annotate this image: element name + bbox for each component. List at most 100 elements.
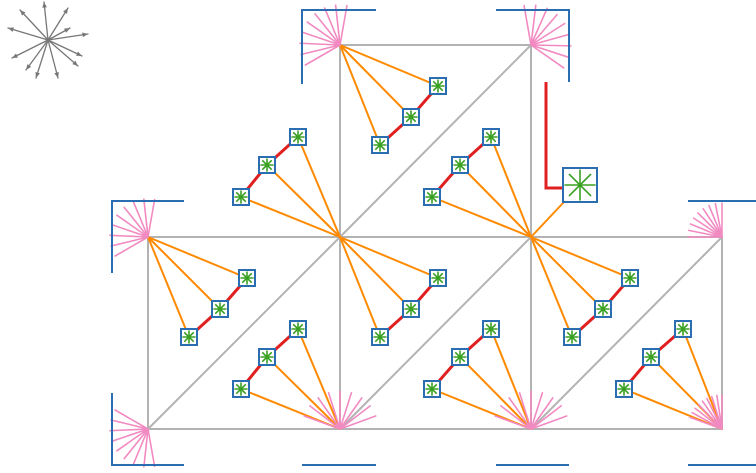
node-box	[642, 348, 660, 366]
fan-ray	[530, 44, 572, 47]
node-star-ray	[219, 303, 226, 310]
fan-ray	[132, 428, 149, 465]
node-box	[232, 188, 250, 206]
rose-ray	[47, 39, 59, 79]
node-star-ray	[297, 131, 304, 138]
fan-ray	[304, 44, 341, 66]
fan-ray	[530, 415, 568, 430]
fan-ray	[123, 428, 149, 460]
spoke-line	[530, 236, 604, 310]
fan-ray	[306, 21, 341, 46]
fan-ray	[109, 428, 149, 432]
node-box	[289, 128, 307, 146]
node-star-ray	[459, 351, 466, 358]
rose-ray	[7, 27, 49, 41]
node-star-ray	[297, 323, 304, 330]
node-box	[451, 156, 469, 174]
spoke-line	[297, 328, 341, 430]
node-box	[451, 348, 469, 366]
rose-ray	[25, 39, 49, 71]
node-box	[563, 328, 581, 346]
nodes-layer	[180, 77, 692, 398]
node-box	[674, 320, 692, 338]
node-star-ray	[650, 351, 657, 358]
fan-ray	[689, 223, 723, 238]
fan-ray	[523, 4, 532, 46]
fan-ray	[317, 397, 341, 430]
spoke-line	[147, 236, 248, 279]
rose-arrowhead	[72, 60, 78, 66]
spoke-line	[490, 328, 532, 430]
fan-ray	[143, 198, 149, 238]
fan-ray	[110, 236, 149, 247]
fan-ray	[143, 428, 149, 468]
fan-frame	[111, 393, 184, 466]
fan-ray	[500, 405, 532, 430]
rose-ray	[47, 7, 69, 41]
node-box	[402, 108, 420, 126]
node-box	[594, 300, 612, 318]
fan-ray	[530, 22, 566, 46]
fan-ray	[701, 400, 723, 430]
node-box	[258, 156, 276, 174]
fan-ray	[714, 202, 723, 238]
fan-bottom-mid	[302, 390, 377, 466]
node-star-ray	[568, 173, 581, 186]
fan-frame	[301, 9, 376, 84]
fan-ray	[111, 223, 149, 238]
fan-ray	[301, 31, 341, 46]
fan-ray	[710, 395, 723, 430]
fan-ray	[309, 405, 341, 430]
node-star-ray	[431, 383, 438, 390]
rose-arrowhead	[35, 72, 40, 78]
node-box	[232, 380, 250, 398]
node-box	[621, 269, 639, 287]
fan-bottom-far	[688, 394, 756, 466]
spoke-line	[530, 236, 631, 279]
node-star-ray	[490, 323, 497, 330]
spoke-line	[339, 44, 381, 146]
node-box	[258, 348, 276, 366]
rose-arrowhead	[12, 53, 18, 58]
rose-arrowhead	[76, 51, 82, 56]
spoke-line	[339, 236, 439, 279]
rose-arrowhead	[42, 2, 47, 8]
fan-ray	[692, 217, 723, 238]
grid-layer	[147, 44, 723, 430]
arrow-rose-icon	[7, 1, 89, 79]
spoke-line	[147, 236, 221, 310]
grid-diagonal	[530, 236, 723, 430]
fan-ray	[339, 415, 377, 430]
fan-top-left	[299, 4, 376, 84]
connector-elbow	[544, 82, 566, 190]
node-star-ray	[568, 184, 581, 197]
node-star-ray	[602, 303, 609, 310]
node-box	[371, 136, 389, 154]
spoke-line	[266, 356, 341, 430]
spoke-line	[297, 136, 341, 238]
node-star-ray	[571, 331, 578, 338]
fan-ray	[116, 428, 149, 452]
fan-ray	[689, 416, 723, 430]
fan-ray	[494, 415, 532, 430]
node-star-ray	[379, 139, 386, 146]
node-star-ray	[266, 351, 273, 358]
connectors-layer	[187, 82, 685, 391]
fan-ray	[706, 397, 723, 430]
node-star-ray	[490, 131, 497, 138]
fan-ray	[339, 4, 348, 46]
node-box	[429, 269, 447, 287]
node-box	[423, 380, 441, 398]
spoke-line	[147, 236, 190, 338]
spoke-line	[339, 236, 381, 338]
fan-ray	[702, 207, 723, 238]
node-star-ray	[682, 323, 689, 330]
fan-ray	[327, 391, 341, 430]
node-star-ray	[240, 383, 247, 390]
fan-ray	[147, 198, 156, 238]
fan-left	[109, 198, 184, 273]
fan-bottom-left	[109, 393, 184, 468]
fan-ray	[694, 407, 723, 430]
fan-ray	[339, 397, 363, 430]
